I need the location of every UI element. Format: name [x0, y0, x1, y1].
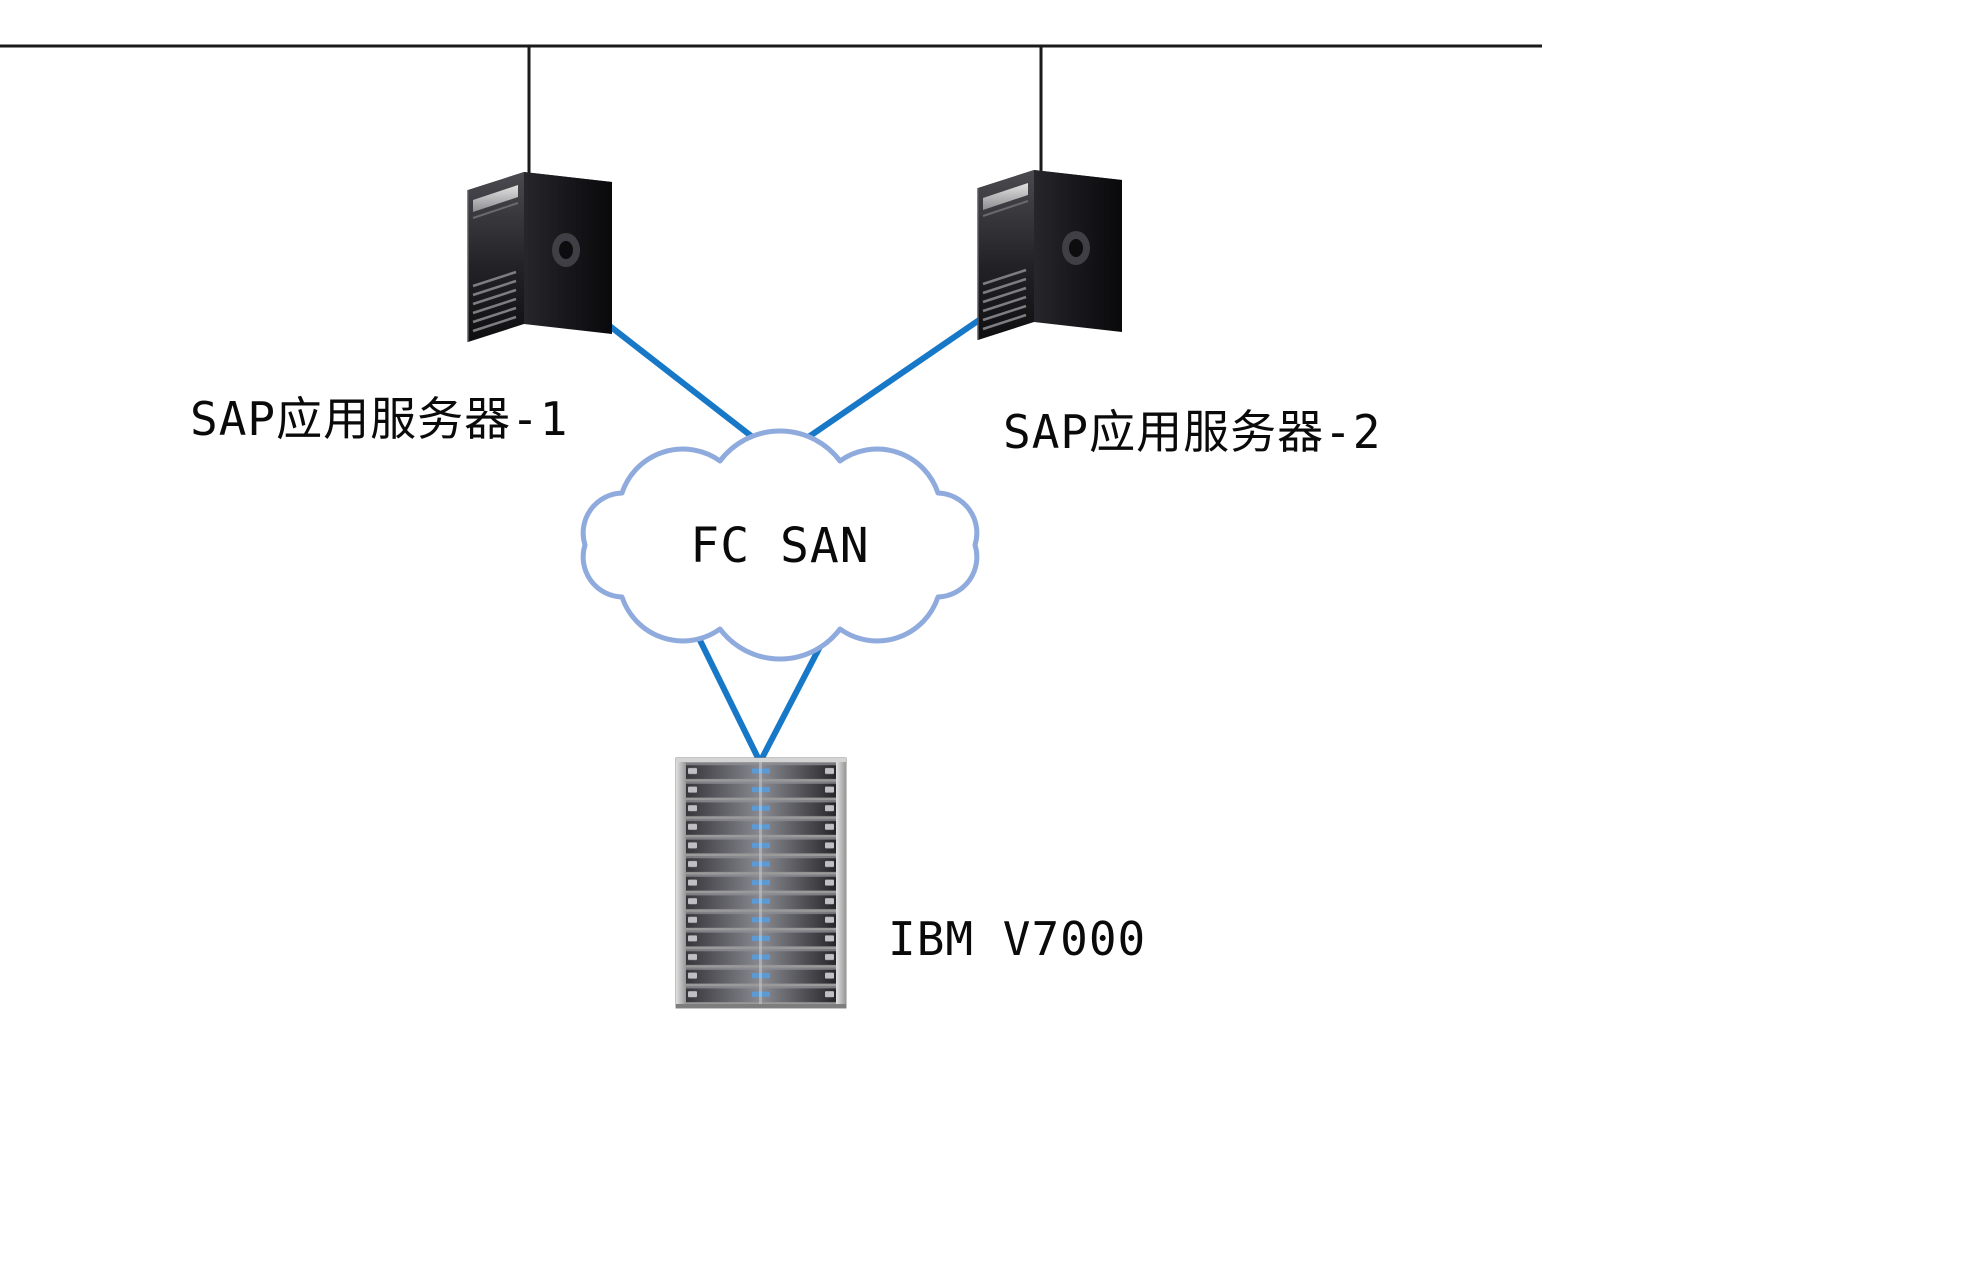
fc-san-cloud-icon: [580, 428, 980, 662]
server-tower-icon: [466, 170, 614, 344]
storage-array-icon: [675, 757, 847, 1009]
fc-san-label: FC SAN: [690, 518, 870, 574]
storage-label: IBM V7000: [888, 912, 1147, 966]
server2-label: SAP应用服务器-2: [1003, 405, 1382, 459]
server1-label: SAP应用服务器-1: [190, 392, 569, 446]
server-tower-icon: [976, 168, 1124, 342]
